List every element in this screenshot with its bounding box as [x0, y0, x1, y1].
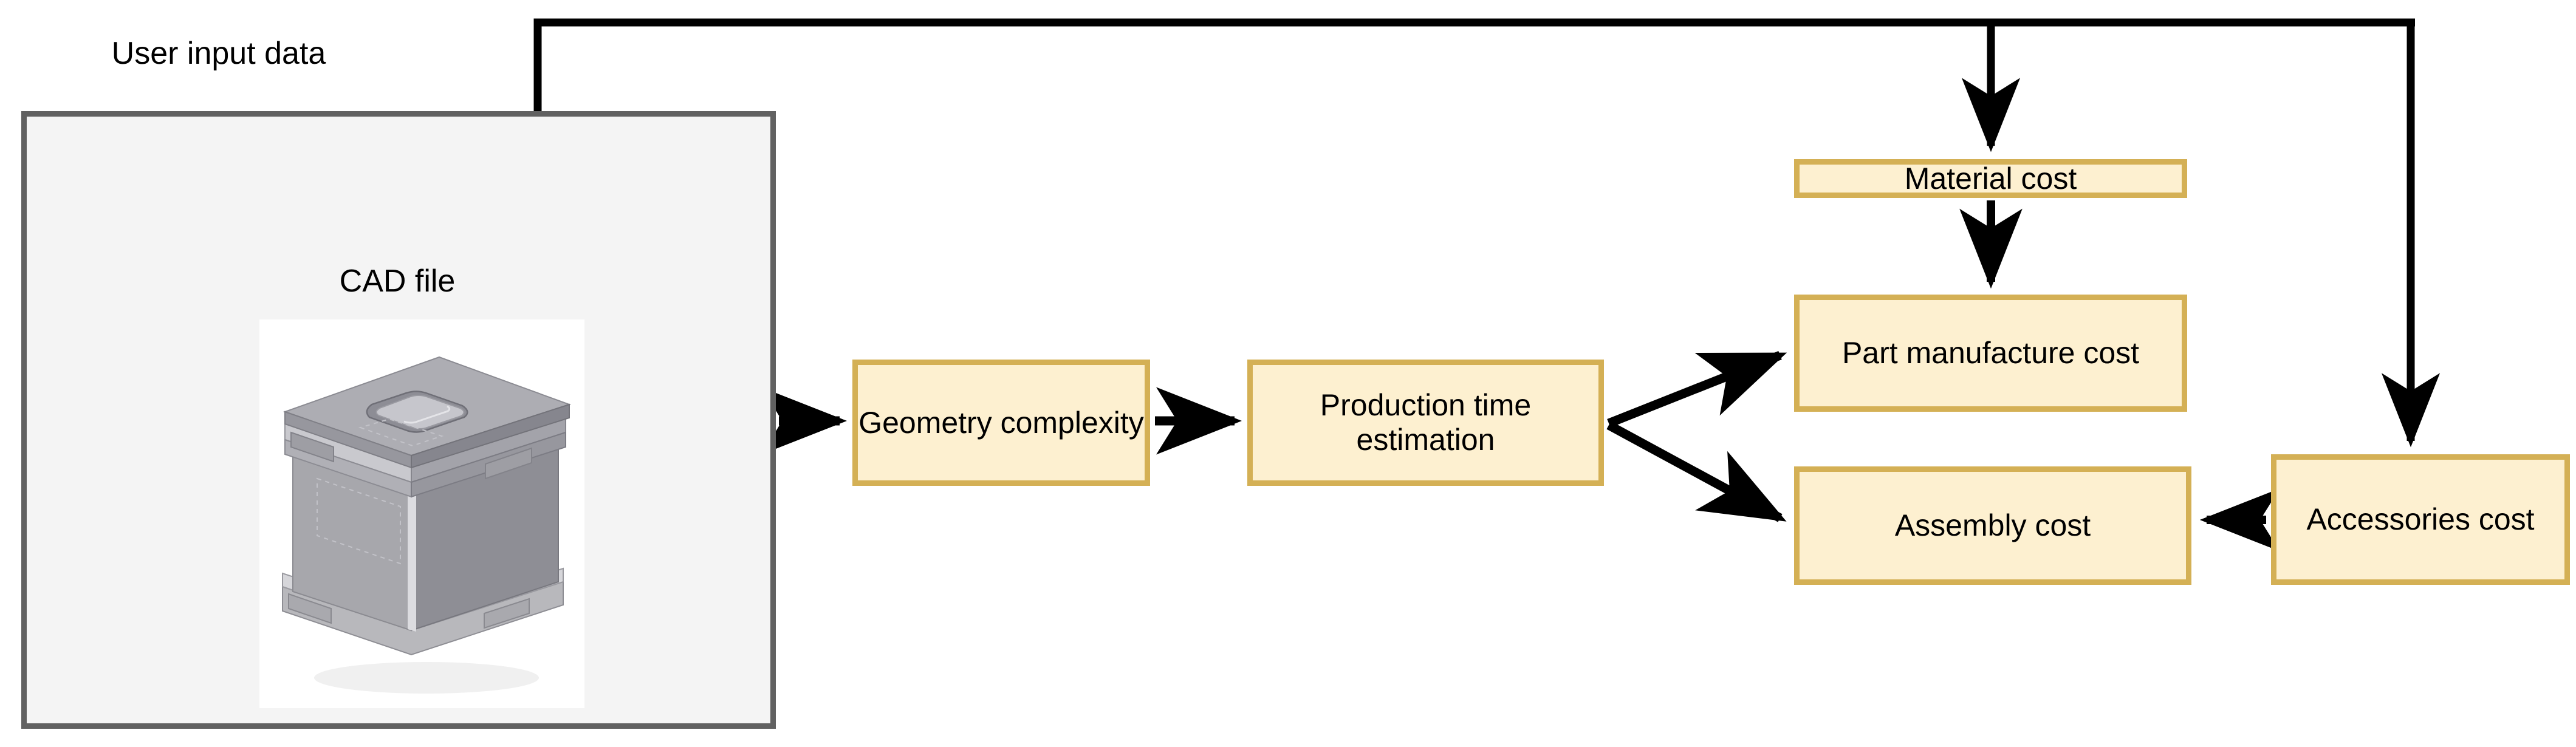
- user-input-panel: CAD file: [21, 111, 776, 729]
- node-part-manufacture-cost[interactable]: Part manufacture cost: [1794, 295, 2187, 412]
- node-material-cost[interactable]: Material cost: [1794, 159, 2187, 198]
- cad-model-preview: [259, 319, 584, 708]
- edge-production-time-to-part-manufacture-cost: [1607, 351, 1787, 428]
- node-geometry-complexity[interactable]: Geometry complexity: [852, 360, 1150, 486]
- cad-model-icon: [282, 356, 572, 694]
- node-assembly-cost[interactable]: Assembly cost: [1794, 466, 2191, 585]
- node-accessories-cost[interactable]: Accessories cost: [2271, 454, 2570, 585]
- cad-file-label: CAD file: [339, 264, 456, 299]
- node-production-time-estimation[interactable]: Production time estimation: [1247, 360, 1604, 486]
- user-input-data-label: User input data: [111, 36, 326, 71]
- edge-user-input-to-top-bus: [533, 18, 2415, 111]
- edge-production-time-to-assembly-cost: [1606, 421, 1787, 522]
